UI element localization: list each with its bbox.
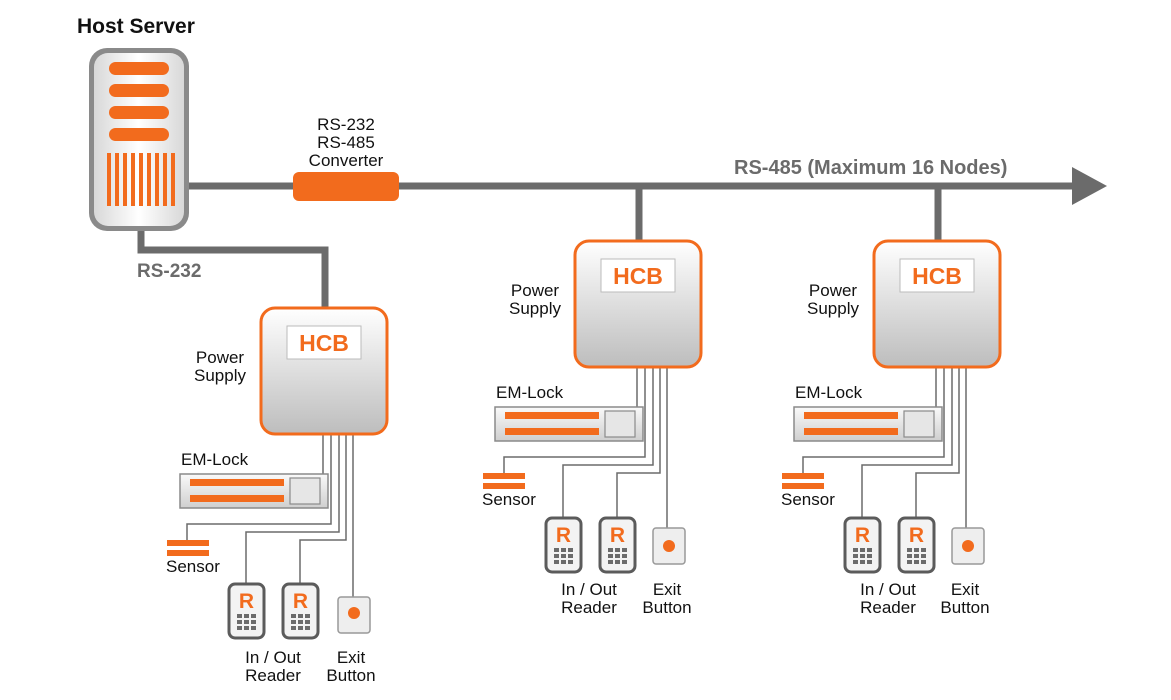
reader-in-icon: R bbox=[544, 516, 583, 574]
rs232-link-line bbox=[137, 231, 329, 308]
exit-button-icon bbox=[337, 596, 371, 634]
sensor-label: Sensor bbox=[781, 490, 835, 509]
exit-label-line1: Exit bbox=[951, 580, 980, 599]
exit-label-line2: Button bbox=[940, 598, 989, 617]
reader-out-icon: R bbox=[598, 516, 637, 574]
exit-label-line2: Button bbox=[642, 598, 691, 617]
sensor-icon bbox=[483, 473, 525, 489]
reader-label-line1: In / Out bbox=[860, 580, 916, 599]
power-supply-label-line1: Power bbox=[511, 281, 560, 300]
reader-label-line2: Reader bbox=[860, 598, 916, 617]
em-lock-icon bbox=[179, 473, 329, 509]
hcb-label: HCB bbox=[299, 330, 349, 356]
bus-arrow-head bbox=[1072, 167, 1107, 205]
power-supply-label-line2: Supply bbox=[807, 299, 859, 318]
controller-node-3: HCB Power Supply EM-Lock Sensor R R In /… bbox=[781, 239, 1002, 617]
exit-button-icon bbox=[951, 527, 985, 565]
hcb-label: HCB bbox=[613, 263, 663, 289]
controller-node-2: HCB Power Supply EM-Lock Sensor R R In /… bbox=[482, 239, 703, 617]
converter-label-line1: RS-232 bbox=[317, 115, 375, 134]
converter-label-line3: Converter bbox=[309, 151, 384, 170]
sensor-label: Sensor bbox=[482, 490, 536, 509]
reader-out-icon: R bbox=[897, 516, 936, 574]
svg-text:R: R bbox=[909, 524, 924, 547]
sensor-label: Sensor bbox=[166, 557, 220, 576]
reader-label-line2: Reader bbox=[561, 598, 617, 617]
exit-button-icon bbox=[652, 527, 686, 565]
rs485-bus-label: RS-485 (Maximum 16 Nodes) bbox=[734, 157, 1007, 179]
sensor-icon bbox=[167, 540, 209, 556]
em-lock-label: EM-Lock bbox=[496, 383, 564, 402]
reader-label-line2: Reader bbox=[245, 666, 301, 685]
reader-in-icon: R bbox=[843, 516, 882, 574]
hcb-label: HCB bbox=[912, 263, 962, 289]
power-supply-label-line2: Supply bbox=[509, 299, 561, 318]
controller-node-1: HCB Power Supply EM-Lock Sensor R R In /… bbox=[166, 306, 389, 685]
power-supply-label-line2: Supply bbox=[194, 366, 246, 385]
reader-in-icon: R bbox=[227, 582, 266, 640]
exit-label-line2: Button bbox=[326, 666, 375, 685]
rs232-side-label: RS-232 bbox=[137, 261, 201, 282]
svg-text:R: R bbox=[293, 590, 308, 613]
power-supply-label-line1: Power bbox=[809, 281, 858, 300]
em-lock-icon bbox=[793, 406, 943, 442]
svg-text:R: R bbox=[855, 524, 870, 547]
converter-block bbox=[293, 172, 399, 201]
sensor-icon bbox=[782, 473, 824, 489]
reader-out-icon: R bbox=[281, 582, 320, 640]
em-lock-label: EM-Lock bbox=[795, 383, 863, 402]
host-server-icon bbox=[89, 48, 189, 231]
em-lock-icon bbox=[494, 406, 644, 442]
host-server-title: Host Server bbox=[77, 15, 195, 38]
svg-text:R: R bbox=[556, 524, 571, 547]
reader-label-line1: In / Out bbox=[561, 580, 617, 599]
svg-text:R: R bbox=[610, 524, 625, 547]
reader-label-line1: In / Out bbox=[245, 648, 301, 667]
svg-text:R: R bbox=[239, 590, 254, 613]
converter-label-line2: RS-485 bbox=[317, 133, 375, 152]
em-lock-label: EM-Lock bbox=[181, 450, 249, 469]
exit-label-line1: Exit bbox=[653, 580, 682, 599]
power-supply-label-line1: Power bbox=[196, 348, 245, 367]
exit-label-line1: Exit bbox=[337, 648, 366, 667]
